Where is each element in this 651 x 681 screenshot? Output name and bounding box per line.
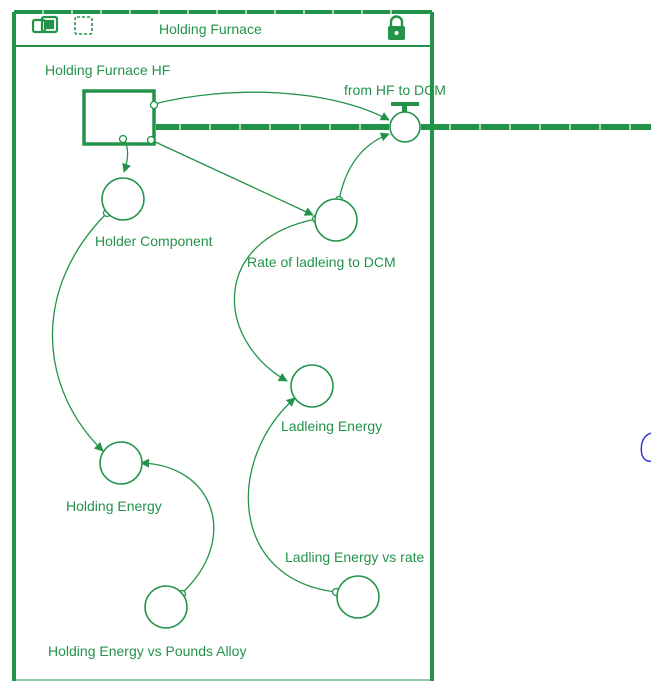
connector-stock-to-rate [150, 139, 314, 216]
ladling-energy-vs-rate-label: Ladling Energy vs rate [285, 549, 425, 565]
converter-ladling-energy-vs-rate[interactable] [336, 575, 380, 619]
connector-rate-to-ladleing-energy [233, 218, 317, 382]
stock-label: Holding Furnace HF [45, 62, 171, 78]
holding-energy-label: Holding Energy [66, 498, 162, 514]
connector-origins [102, 100, 344, 599]
rate-ladleing-label: Rate of ladleing to DCM [247, 254, 396, 270]
converter-holder-component[interactable] [101, 177, 145, 221]
page-icon[interactable] [74, 16, 93, 35]
flow-pipe-ticks [179, 124, 631, 130]
frame-ticks [42, 10, 392, 15]
stock-holding-furnace[interactable] [82, 89, 156, 146]
flow-label: from HF to DCM [344, 82, 446, 98]
holding-energy-vs-pounds-label: Holding Energy vs Pounds Alloy [48, 643, 247, 659]
converter-rate-of-ladleing[interactable] [314, 198, 358, 242]
ladleing-energy-label: Ladleing Energy [281, 418, 383, 434]
connector-holder-to-energy [51, 212, 108, 452]
window-icon[interactable] [31, 15, 59, 34]
connector-rate-to-flow [338, 132, 390, 201]
flow-valve[interactable] [389, 102, 421, 143]
converter-holding-energy-vs-pounds[interactable] [144, 585, 188, 629]
holder-component-label: Holder Component [95, 233, 213, 249]
connector-vspounds-to-holding-energy [140, 458, 215, 595]
converter-holding-energy[interactable] [99, 441, 143, 485]
offscreen-ghost-icon [640, 432, 651, 462]
connector-vsrate-to-ladleing-energy [247, 397, 337, 593]
connector-stock-to-flow [153, 91, 390, 121]
module-title: Holding Furnace [159, 21, 262, 37]
converter-ladleing-energy[interactable] [290, 364, 334, 408]
lock-icon[interactable] [388, 15, 405, 41]
connectors [51, 91, 390, 595]
